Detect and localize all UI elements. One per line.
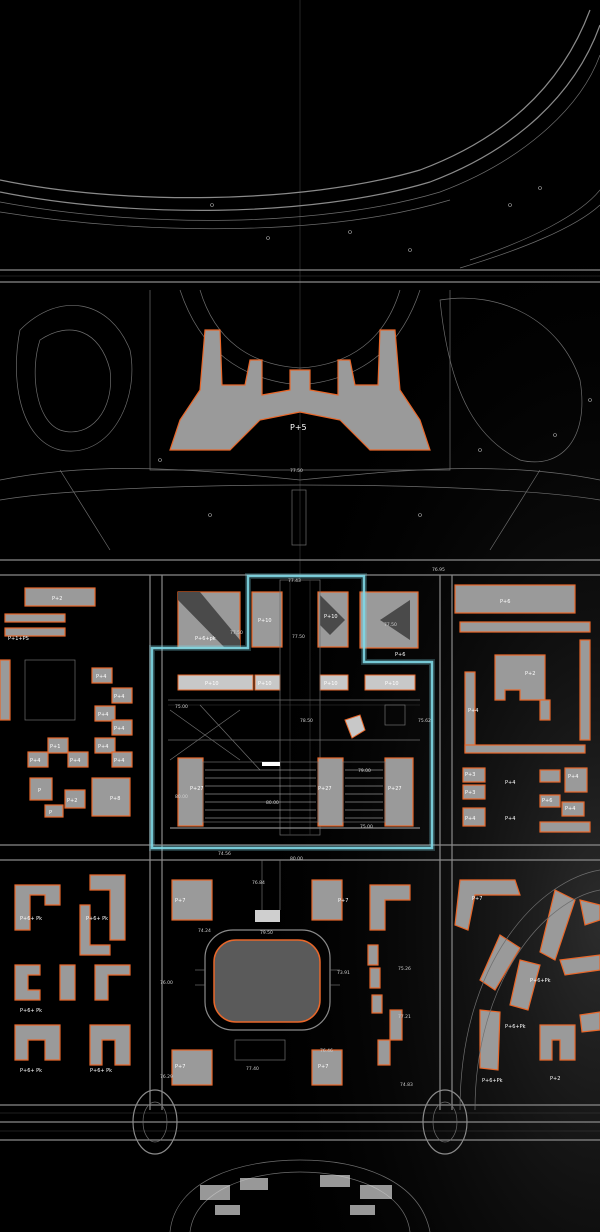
elevation-e14: 76.84 bbox=[252, 880, 265, 886]
label-p10-a: P+10 bbox=[258, 618, 272, 624]
elevation-e11: 80.00 bbox=[266, 800, 279, 806]
label-p4-right2: P+4 bbox=[505, 780, 515, 786]
elevation-e15: 79.50 bbox=[260, 930, 273, 936]
elevation-e12: 74.56 bbox=[218, 851, 231, 857]
elevation-e9: 75.00 bbox=[360, 824, 373, 830]
stadium bbox=[204, 929, 331, 1031]
label-p27-c: P+27 bbox=[388, 786, 402, 792]
northern-avenue bbox=[0, 269, 600, 283]
label-p27-b: P+27 bbox=[318, 786, 332, 792]
label-p4-l1: P+4 bbox=[96, 674, 106, 680]
elevation-e17: 73.91 bbox=[337, 970, 350, 976]
label-p4-l2: P+4 bbox=[114, 694, 124, 700]
label-p1-ps: P+1+PS bbox=[8, 636, 29, 642]
label-p4-l3: P+4 bbox=[98, 712, 108, 718]
elevation-e6: 75.00 bbox=[175, 704, 188, 710]
south-central-plaza bbox=[171, 860, 411, 1086]
elevation-e22: 76.29 bbox=[160, 1074, 173, 1080]
label-p5: P+5 bbox=[290, 423, 307, 432]
elevation-e21: 77.40 bbox=[246, 1066, 259, 1072]
label-p7-right: P+7 bbox=[472, 896, 482, 902]
label-p2-l: P+2 bbox=[67, 798, 77, 804]
bottom-roundabouts bbox=[132, 1089, 468, 1155]
label-p6pk-l1: P+6+ Pk bbox=[20, 916, 42, 922]
elevation-e16: 74.24 bbox=[198, 928, 211, 934]
label-p4-l4: P+4 bbox=[114, 726, 124, 732]
label-p2-topleft: P+2 bbox=[52, 596, 62, 602]
label-p4-right3: P+4 bbox=[568, 774, 578, 780]
label-p1-l: P+1 bbox=[50, 744, 60, 750]
elevation-e10: 80.00 bbox=[175, 794, 188, 800]
label-p10-e: P+10 bbox=[324, 681, 338, 687]
label-p4-right5: P+4 bbox=[465, 816, 475, 822]
label-p4-right6: P+4 bbox=[505, 816, 515, 822]
elevation-e4: 77.50 bbox=[384, 622, 397, 628]
right-district bbox=[454, 584, 600, 1111]
label-p6pk-l3: P+6+ Pk bbox=[20, 1008, 42, 1014]
elevation-e13: 80.00 bbox=[290, 856, 303, 862]
elevation-e2: 77.50 bbox=[230, 630, 243, 636]
label-p10-b: P+10 bbox=[324, 614, 338, 620]
label-p4-right1: P+4 bbox=[468, 708, 478, 714]
elevation-e1: 77.50 bbox=[290, 468, 303, 474]
central-complex bbox=[168, 579, 420, 836]
label-p10-c: P+10 bbox=[205, 681, 219, 687]
label-p7-c: P+7 bbox=[175, 1064, 185, 1070]
label-p27-a: P+27 bbox=[190, 786, 204, 792]
elevation-e24: 75.62 bbox=[418, 718, 431, 724]
elevation-e23: 74.83 bbox=[400, 1082, 413, 1088]
label-p10-f: P+10 bbox=[385, 681, 399, 687]
elevation-e26: 77.43 bbox=[288, 578, 301, 584]
label-p3-right2: P+3 bbox=[465, 790, 475, 796]
label-p3-right1: P+3 bbox=[465, 772, 475, 778]
label-p4-l5: P+4 bbox=[98, 744, 108, 750]
label-p2-bottomright: P+2 bbox=[550, 1076, 560, 1082]
elevation-e18: 75.26 bbox=[398, 966, 411, 972]
north-walkway bbox=[291, 489, 307, 546]
label-p6pk-r2: P+6+Pk bbox=[505, 1024, 526, 1030]
elevation-e3: 77.50 bbox=[292, 634, 305, 640]
elevation-e7: 78.50 bbox=[300, 718, 313, 724]
label-p6-center: P+6 bbox=[395, 652, 405, 658]
left-district bbox=[0, 587, 133, 1066]
label-p6pk-center: P+6+pk bbox=[195, 636, 216, 642]
project-boundary-highlight bbox=[150, 574, 434, 850]
trees-north bbox=[158, 186, 592, 517]
curved-highway bbox=[0, 9, 600, 269]
elevation-e20: 76.46 bbox=[320, 1048, 333, 1054]
label-p-l2: P bbox=[49, 810, 52, 816]
label-p4-right4: P+4 bbox=[565, 806, 575, 812]
label-p7-b: P+7 bbox=[338, 898, 348, 904]
label-p4-l8: P+4 bbox=[70, 758, 80, 764]
label-p4-l6: P+4 bbox=[114, 758, 124, 764]
label-p10-d: P+10 bbox=[258, 681, 272, 687]
label-p6-right: P+6 bbox=[500, 599, 510, 605]
elevation-e25: 76.00 bbox=[160, 980, 173, 986]
elevation-e19: 77.21 bbox=[398, 1014, 411, 1020]
label-p6pk-l4: P+6+ Pk bbox=[20, 1068, 42, 1074]
building-p5 bbox=[169, 329, 431, 451]
label-p2-right: P+2 bbox=[525, 671, 535, 677]
elevation-e8: 79.00 bbox=[358, 768, 371, 774]
elevation-e5: 76.95 bbox=[432, 567, 445, 573]
label-p4-l7: P+4 bbox=[30, 758, 40, 764]
label-p6-right2: P+6 bbox=[542, 798, 552, 804]
label-p6pk-r1: P+6+Pk bbox=[530, 978, 551, 984]
south-island bbox=[169, 1159, 431, 1232]
label-p6pk-l5: P+6+ Pk bbox=[90, 1068, 112, 1074]
label-p7-a: P+7 bbox=[175, 898, 185, 904]
label-p8-l: P+8 bbox=[110, 796, 120, 802]
label-p7-d: P+7 bbox=[318, 1064, 328, 1070]
label-p6pk-r3: P+6+Pk bbox=[482, 1078, 503, 1084]
label-p6pk-l2: P+6+ Pk bbox=[86, 916, 108, 922]
label-p-l: P bbox=[38, 788, 41, 794]
